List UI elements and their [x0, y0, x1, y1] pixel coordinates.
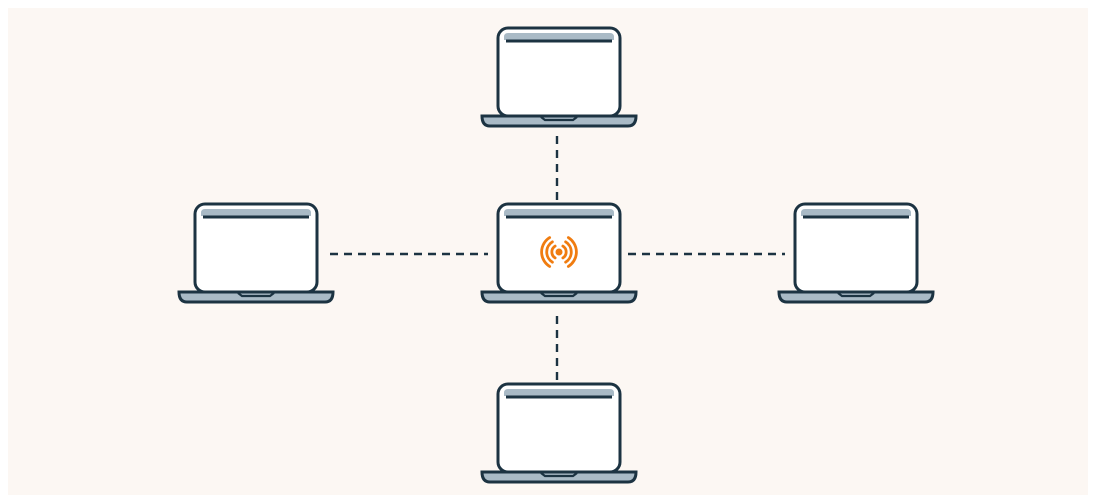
laptop-bezel	[801, 209, 911, 216]
broadcast-signal-icon	[540, 236, 578, 268]
laptop-center	[480, 202, 638, 304]
laptop-bezel	[504, 209, 614, 216]
laptop-trackpad-notch	[540, 472, 578, 478]
laptop-trackpad-notch	[237, 292, 275, 298]
laptop-bezel	[504, 33, 614, 40]
network-diagram	[8, 8, 1088, 495]
laptop-trackpad-notch	[837, 292, 875, 298]
laptop-nodes	[177, 26, 935, 484]
laptop-bottom	[480, 382, 638, 484]
laptop-trackpad-notch	[540, 116, 578, 122]
laptop-right	[777, 202, 935, 304]
laptop-bezel	[201, 209, 311, 216]
laptop-bezel	[504, 389, 614, 396]
connection-links	[330, 136, 785, 384]
diagram-panel	[8, 8, 1088, 495]
laptop-trackpad-notch	[540, 292, 578, 298]
laptop-left	[177, 202, 335, 304]
laptop-top	[480, 26, 638, 128]
